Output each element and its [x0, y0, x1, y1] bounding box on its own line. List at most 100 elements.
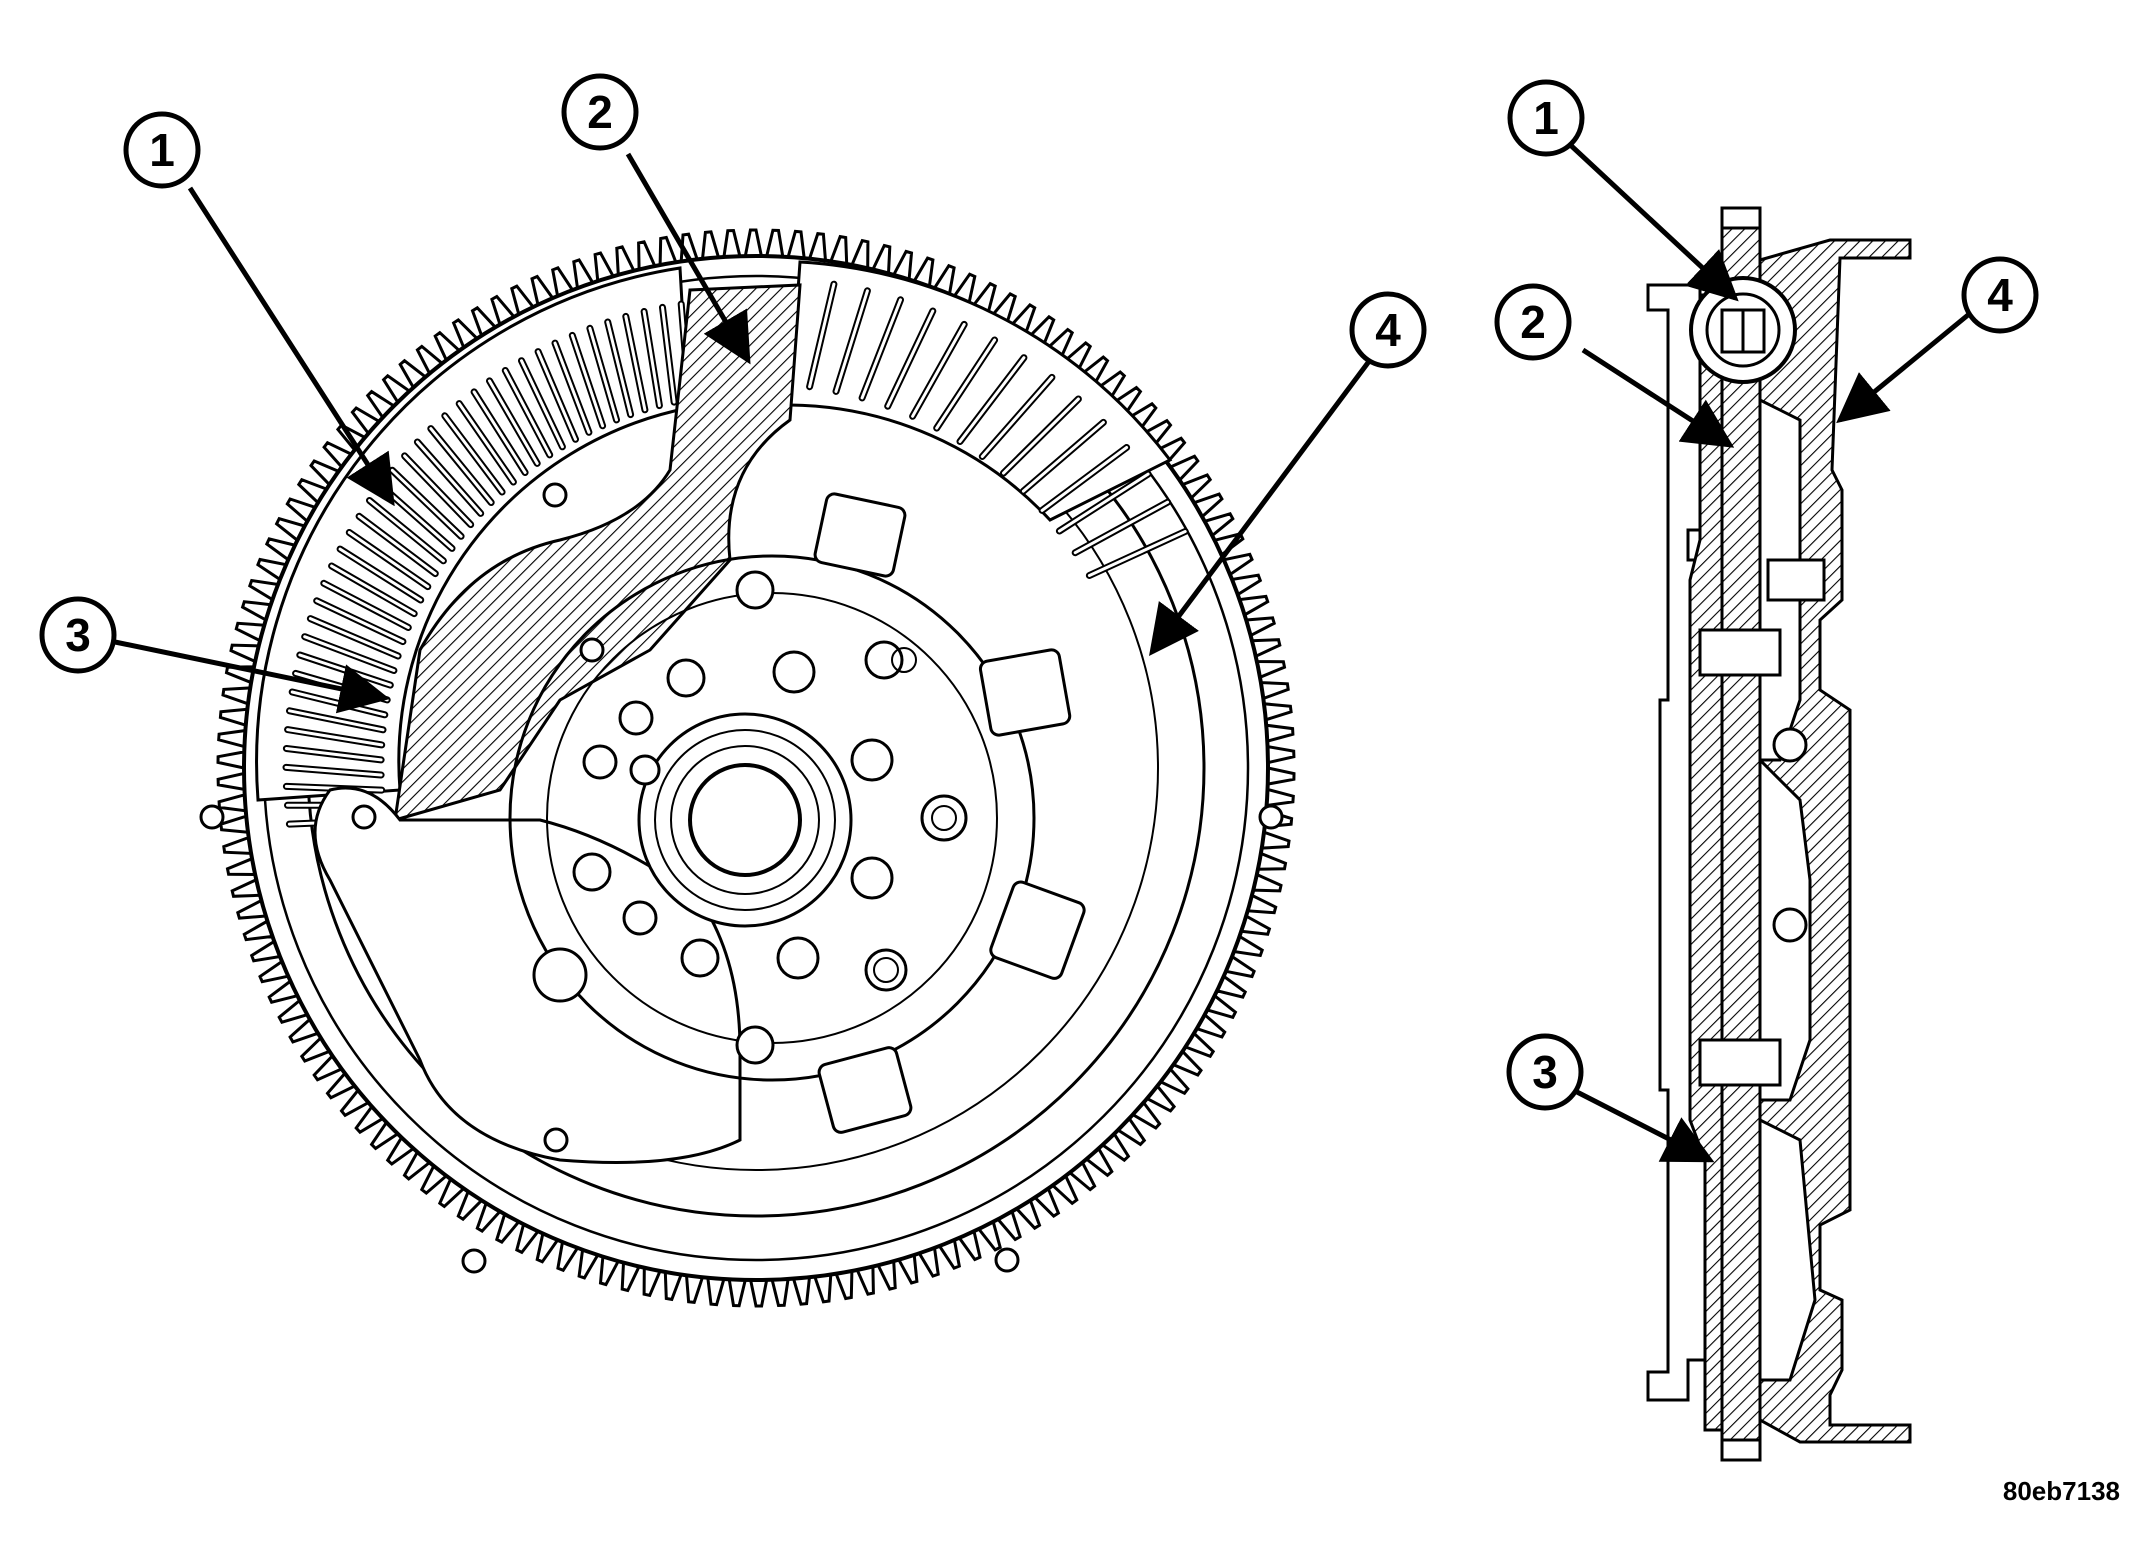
bolt-hole — [629, 754, 661, 786]
front-callout-1: 1 — [123, 111, 201, 189]
spring-coil-highlight — [503, 369, 552, 457]
callout-bubble — [1507, 79, 1585, 157]
section-callout-3: 3 — [1506, 1033, 1584, 1111]
bolt-hole — [920, 794, 968, 842]
spring-coil-highlight — [429, 427, 493, 504]
spring-coil-highlight — [661, 305, 676, 404]
spring-coil-highlight — [368, 499, 445, 563]
plate-tabs — [813, 492, 1086, 1134]
flywheel-outer-rim — [242, 254, 1270, 1282]
leader-1 — [187, 186, 395, 507]
spring-coil-highlight — [860, 298, 902, 400]
section-top-cap — [1720, 206, 1762, 230]
hub-ring-1 — [654, 729, 836, 911]
spring-coil-highlight — [338, 547, 423, 602]
bolt-hole — [772, 650, 816, 694]
bolt-hole — [572, 852, 612, 892]
spring-coil-highlight — [403, 454, 473, 527]
spring-coil-highlight — [457, 402, 515, 484]
spring-coil-highlight — [935, 338, 997, 430]
flange-hatched-section — [393, 283, 802, 823]
spring-coil-highlight — [1040, 446, 1129, 512]
spring-coil-highlight — [520, 359, 564, 449]
spring-coil-highlight — [284, 765, 383, 777]
callout-label: 4 — [1375, 304, 1401, 356]
callout-bubble — [1961, 256, 2039, 334]
hub-bore — [688, 763, 802, 877]
callout-bubble — [1494, 283, 1572, 361]
spring-coil-highlight — [536, 350, 577, 441]
spring-coil-highlight — [1087, 530, 1187, 577]
spring-coil-highlight — [284, 747, 383, 762]
bolt-hole-inner — [931, 805, 957, 831]
section-leader-3 — [1575, 1089, 1715, 1163]
front-callout-3: 3 — [39, 596, 117, 674]
spring-coil-highlight — [415, 440, 483, 515]
bolt-hole — [776, 936, 820, 980]
bolt-hole — [864, 948, 908, 992]
bolt-hole — [618, 700, 654, 736]
spring-coil-highlight — [488, 379, 539, 465]
callout-label: 2 — [1520, 296, 1546, 348]
bolt-hole — [666, 658, 706, 698]
section-callout-2: 2 — [1494, 283, 1572, 361]
callout-label: 1 — [1533, 92, 1559, 144]
spring-coil-highlight — [624, 314, 647, 412]
bolt-hole — [864, 640, 904, 680]
section-callout-4: 4 — [1961, 256, 2039, 334]
front-leaders — [114, 152, 1373, 714]
spring-coil-highlight — [288, 709, 385, 732]
spring-coil-highlight — [642, 310, 661, 408]
spring-coil-highlight — [911, 322, 966, 418]
spring-coil-highlight — [588, 326, 618, 422]
bolt-hole-inner — [891, 647, 917, 673]
spring-coil-highlight — [553, 341, 591, 434]
spring-channel-right — [788, 260, 1173, 522]
section-callout-1: 1 — [1507, 79, 1585, 157]
spring-coil-highlight — [390, 468, 463, 538]
section-leader-1 — [1563, 138, 1739, 302]
spring-coil-highlight — [980, 375, 1054, 458]
spring-coil-highlight — [286, 728, 384, 747]
bolt-hole — [735, 570, 775, 610]
spring-coil-highlight — [886, 309, 935, 408]
bolt-hole — [680, 938, 720, 978]
bolt-hole — [850, 856, 894, 900]
inner-plate — [508, 554, 1036, 1082]
figure-code: 80eb7138 — [2003, 1476, 2120, 1506]
spring-coil-highlight — [1073, 500, 1170, 555]
spring-coil-highlight — [570, 333, 605, 428]
leader-4 — [1149, 358, 1373, 657]
section-leader-2 — [1581, 347, 1735, 448]
callout-label: 3 — [65, 609, 91, 661]
callout-bubble — [123, 111, 201, 189]
spring-coil-highlight — [472, 390, 527, 474]
spring-coil-highlight — [808, 282, 836, 389]
section-leader-4 — [1836, 313, 1970, 424]
spring-coil-highlight — [1057, 472, 1150, 533]
spring-coil-highlight — [606, 320, 633, 417]
bolt-holes — [532, 570, 968, 1065]
spring-coil-highlight — [308, 617, 400, 658]
bolt-hole — [532, 947, 588, 1003]
section-view — [1563, 138, 1970, 1462]
front-view — [114, 152, 1373, 1308]
arc-spring-right — [806, 280, 1189, 579]
callout-label: 4 — [1987, 269, 2013, 321]
callout-bubble — [1349, 291, 1427, 369]
section-left-web — [1720, 206, 1762, 1462]
section-cavities — [1698, 397, 1826, 1382]
hub-ring-2 — [670, 745, 820, 895]
bolt-hole-inner — [873, 957, 899, 983]
callout-label: 3 — [1532, 1046, 1558, 1098]
section-bottom-cap — [1720, 1438, 1762, 1462]
bolt-hole — [735, 1025, 775, 1065]
bolt-hole — [582, 744, 618, 780]
spring-coil-highlight — [347, 531, 430, 589]
callout-bubble — [1506, 1033, 1584, 1111]
spring-coil-highlight — [958, 356, 1026, 443]
leader-3 — [114, 639, 390, 714]
secondary-flywheel-lobe — [313, 786, 742, 1164]
bolt-hole — [622, 900, 658, 936]
